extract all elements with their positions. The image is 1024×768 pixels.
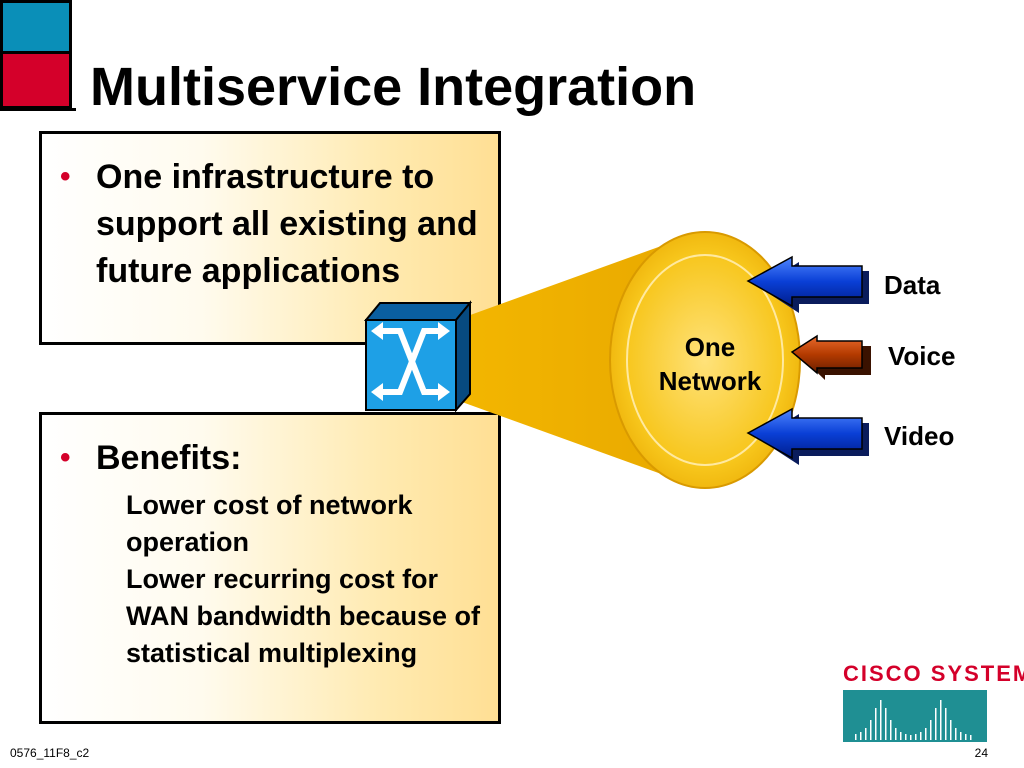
page-number: 24 xyxy=(974,746,988,760)
voice-label: Voice xyxy=(888,341,956,371)
benefits-heading: Benefits: xyxy=(96,439,242,477)
network-face-inner xyxy=(626,254,784,466)
network-label-line1: One xyxy=(684,332,736,362)
network-label-line2: Network xyxy=(658,366,762,396)
cisco-logo-lettering: CISCO SYSTEMS xyxy=(843,661,1024,686)
slide-title: Multiservice Integration xyxy=(90,57,697,117)
data-label: Data xyxy=(884,270,941,300)
network-label: One Network xyxy=(640,330,780,398)
benefits-panel: • Benefits: Lower cost of network operat… xyxy=(39,412,501,724)
video-arrow xyxy=(746,407,869,465)
bullet-text: One infrastructure to support all existi… xyxy=(96,158,478,290)
cisco-logo-text: CISCO SYSTEMS xyxy=(843,662,1024,686)
cisco-bridge-graphic xyxy=(843,690,987,742)
benefit-item: Lower cost of network operation xyxy=(126,490,413,557)
bullet-icon: • xyxy=(60,160,71,193)
benefit-item: Lower recurring cost for WAN bandwidth b… xyxy=(126,564,481,668)
corner-square-red xyxy=(0,51,72,109)
voice-arrow xyxy=(790,334,871,380)
bullet-item: • One infrastructure to support all exis… xyxy=(60,154,486,295)
network-face xyxy=(609,231,801,489)
bullet-item: • Benefits: xyxy=(60,435,241,482)
switch-icon xyxy=(363,300,473,413)
bullet-icon: • xyxy=(60,441,71,474)
corner-square-blue xyxy=(0,0,72,54)
cisco-logo: CISCO SYSTEMS xyxy=(843,662,1024,742)
footer-code: 0576_11F8_c2 xyxy=(10,746,90,760)
benefits-list: Lower cost of network operation Lower re… xyxy=(126,487,496,672)
video-label: Video xyxy=(884,421,955,451)
title-rule xyxy=(0,108,76,111)
data-arrow xyxy=(746,255,869,313)
